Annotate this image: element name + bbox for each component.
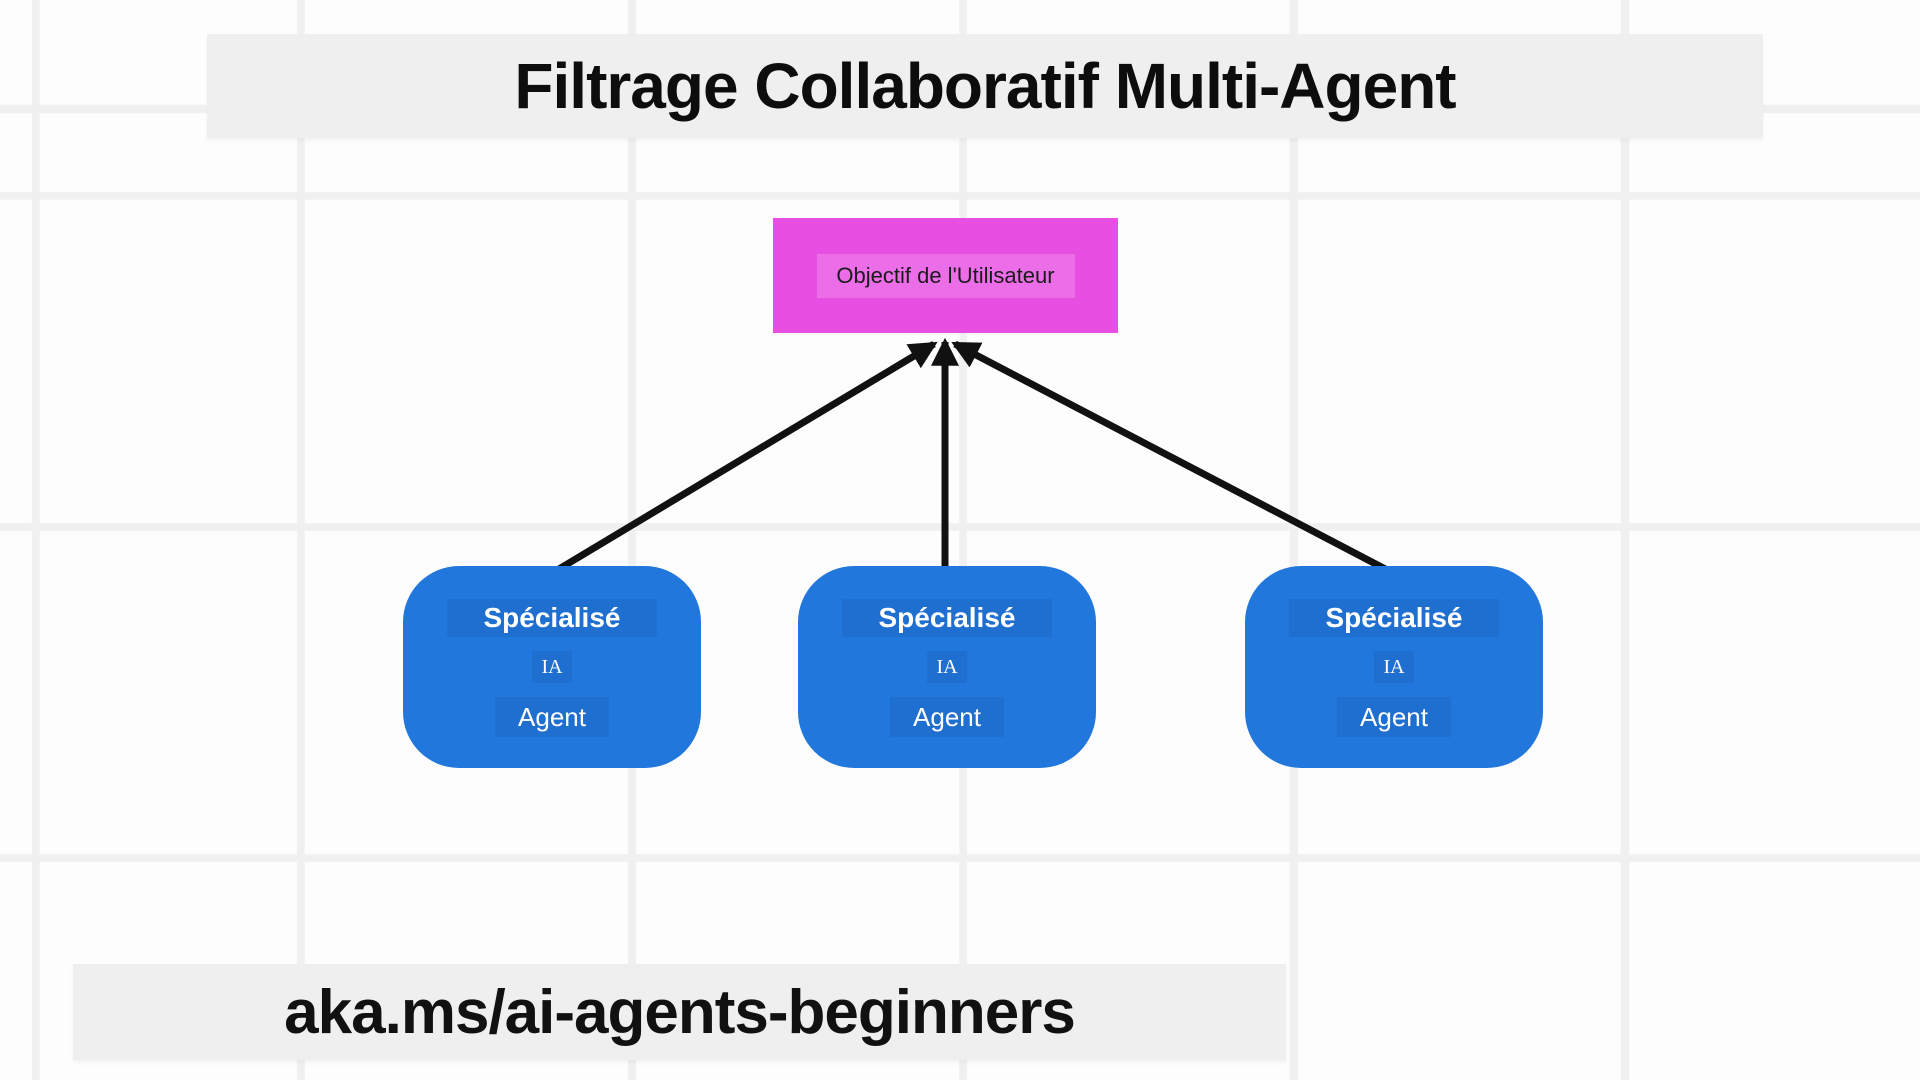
agent-1-domain-label: IA	[541, 655, 563, 678]
user-goal-label-band: Objectif de l'Utilisateur	[816, 253, 1075, 298]
agent-node-2: Spécialisé IA Agent	[798, 566, 1096, 768]
footer-band: aka.ms/ai-agents-beginners	[73, 964, 1286, 1060]
diagram-title: Filtrage Collaboratif Multi-Agent	[514, 50, 1456, 122]
agent-1-domain-band: IA	[532, 651, 572, 683]
agent-3-qualifier-band: Spécialisé	[1289, 599, 1499, 637]
agent-3-role-label: Agent	[1360, 701, 1428, 732]
agent-node-3: Spécialisé IA Agent	[1245, 566, 1543, 768]
agent-node-1: Spécialisé IA Agent	[403, 566, 701, 768]
agent-1-qualifier-label: Spécialisé	[483, 602, 621, 633]
agent-3-qualifier-label: Spécialisé	[1325, 602, 1463, 633]
agent-1-role-label: Agent	[518, 701, 586, 732]
user-goal-node: Objectif de l'Utilisateur	[773, 218, 1118, 333]
agent-2-qualifier-label: Spécialisé	[878, 602, 1016, 633]
agent-1-qualifier-band: Spécialisé	[447, 599, 657, 637]
agent-2-domain-label: IA	[936, 655, 958, 678]
agent-3-domain-label: IA	[1383, 655, 1405, 678]
agent-2-role-band: Agent	[890, 697, 1004, 737]
arrow-right-agent-to-goal	[951, 340, 1393, 576]
agent-2-role-label: Agent	[913, 701, 981, 732]
agent-2-domain-band: IA	[927, 651, 967, 683]
user-goal-label: Objectif de l'Utilisateur	[836, 262, 1055, 288]
footer-link-label: aka.ms/ai-agents-beginners	[284, 977, 1076, 1047]
arrow-left-agent-to-goal	[552, 340, 938, 576]
agent-2-qualifier-band: Spécialisé	[842, 599, 1052, 637]
agent-3-role-band: Agent	[1337, 697, 1451, 737]
agent-1-role-band: Agent	[495, 697, 609, 737]
agent-3-domain-band: IA	[1374, 651, 1414, 683]
title-band: Filtrage Collaboratif Multi-Agent	[207, 34, 1763, 138]
